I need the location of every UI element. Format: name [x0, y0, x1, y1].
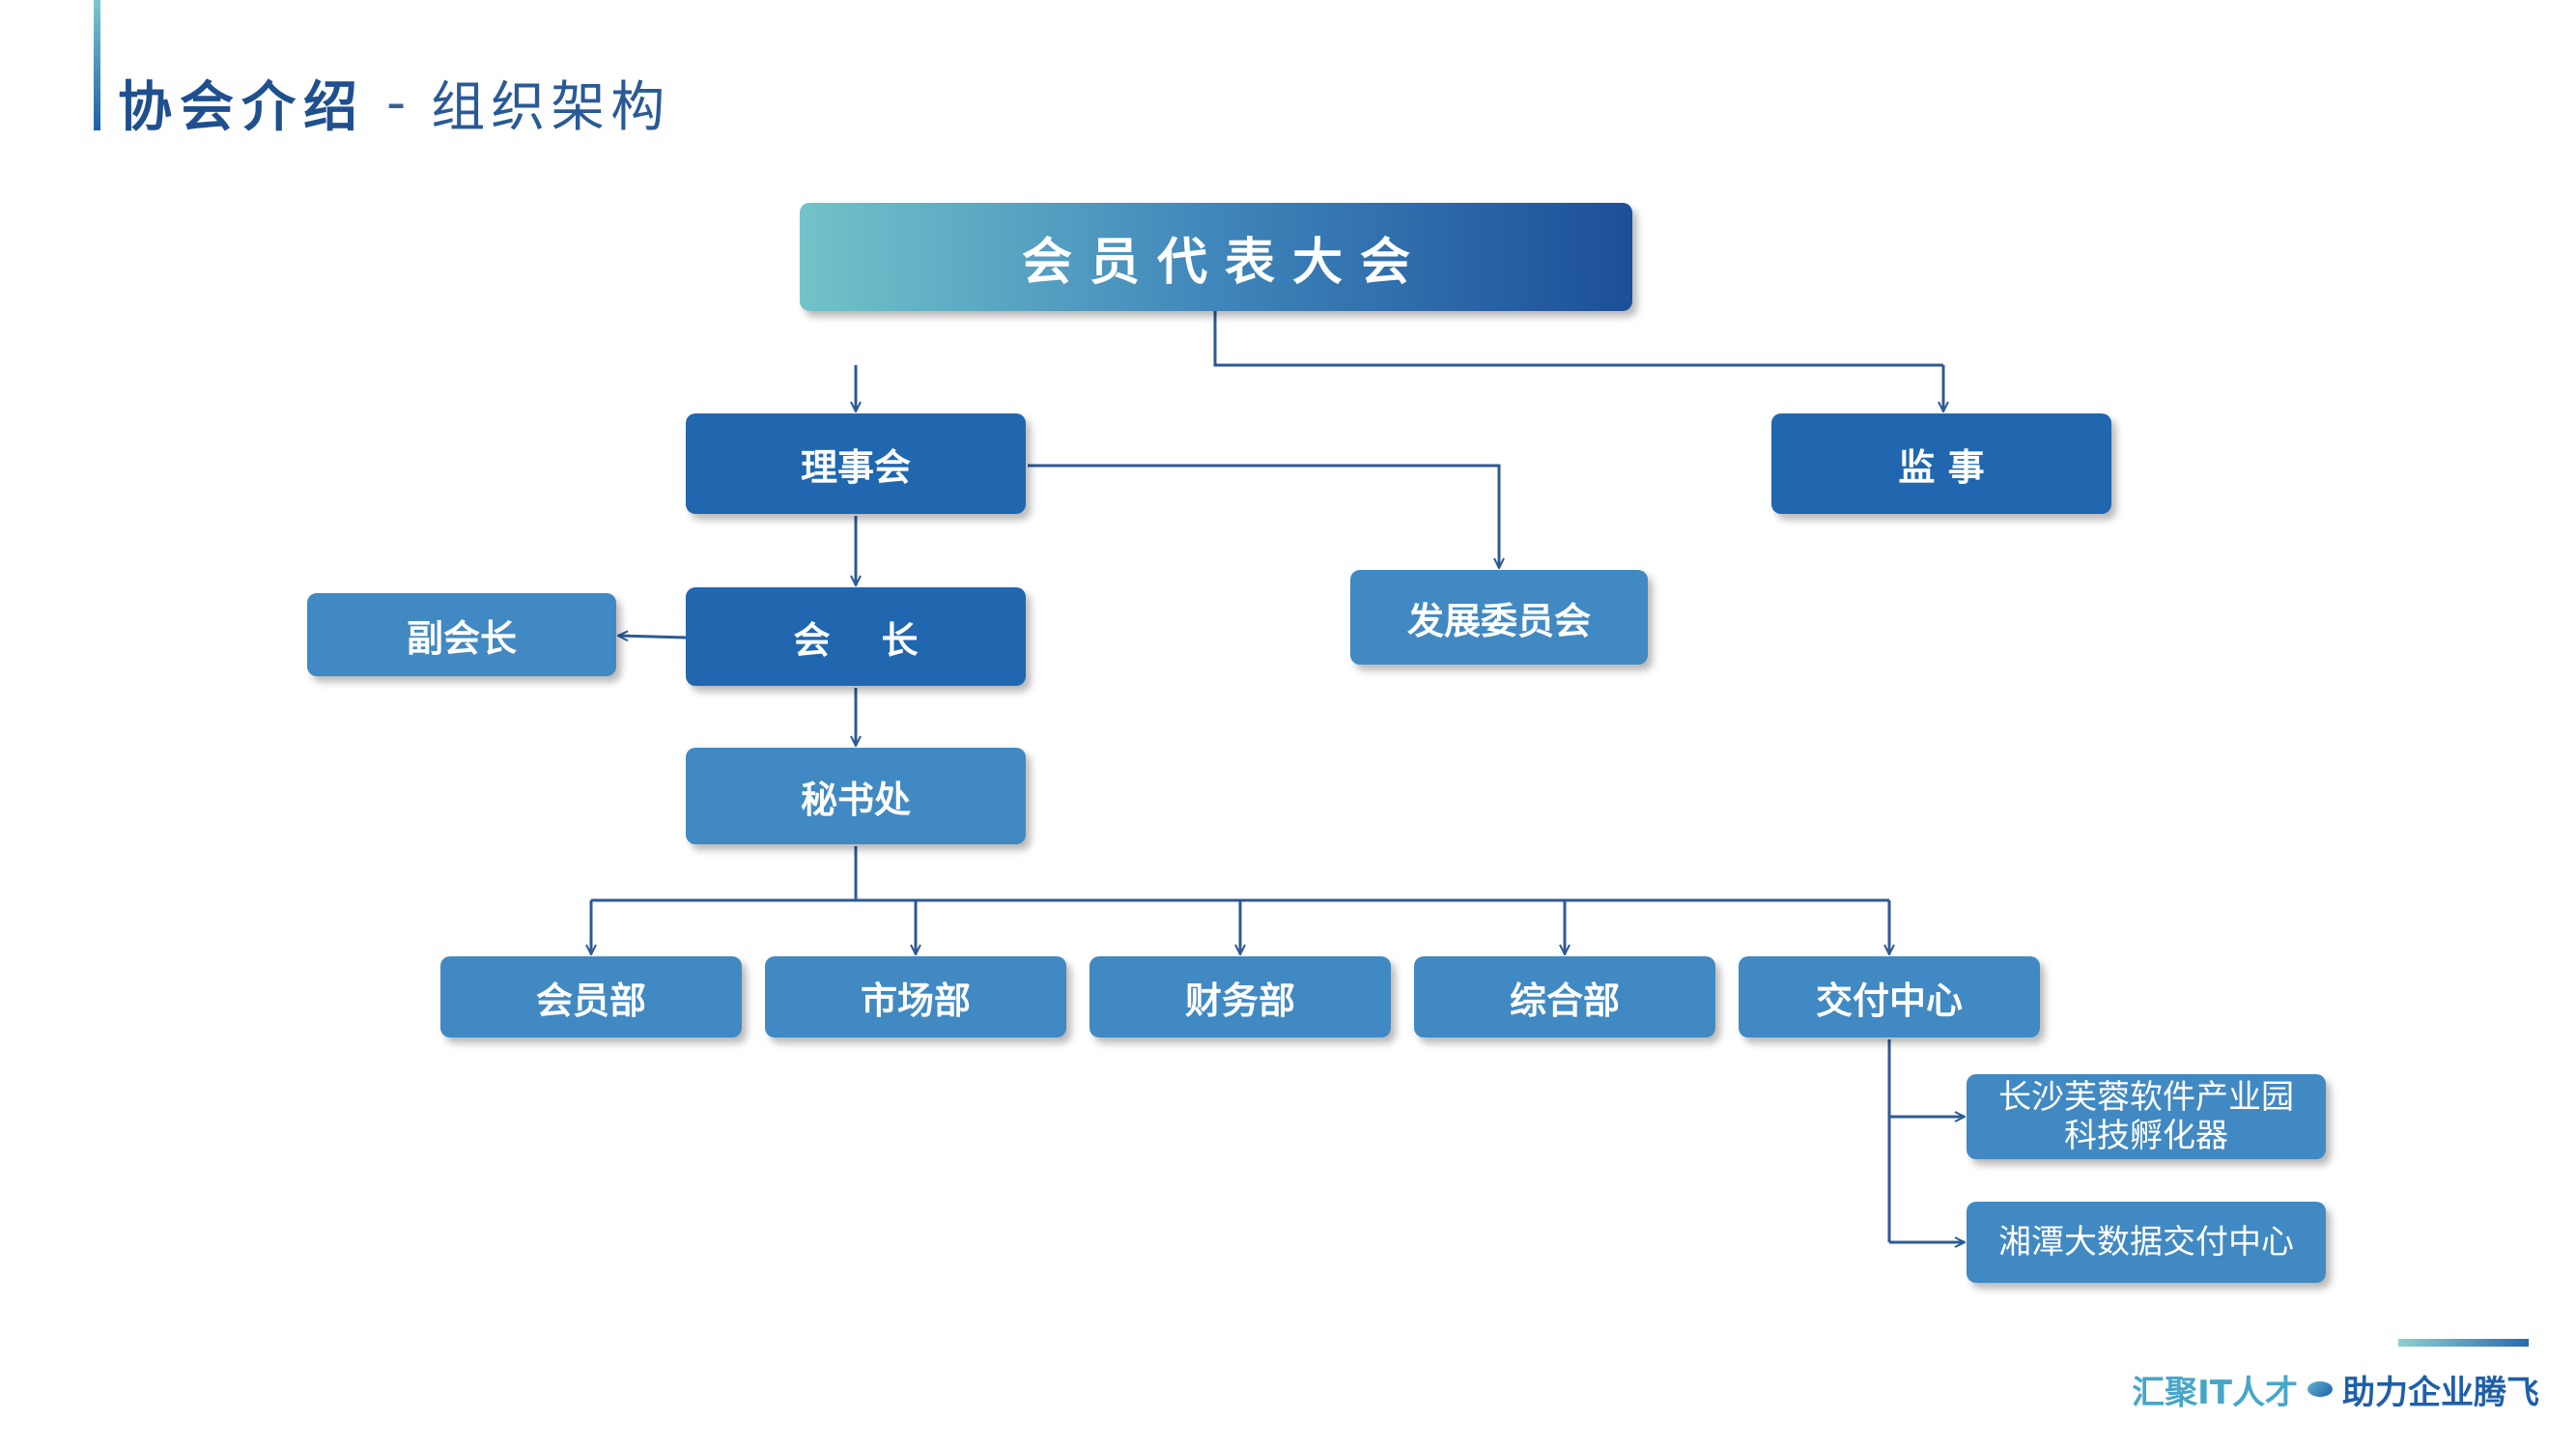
node-dept-general-label: 综合部	[1509, 979, 1620, 1022]
node-president-label: 会 长	[793, 618, 919, 662]
connector-dept-split	[591, 846, 1889, 902]
node-dept-finance-label: 财务部	[1184, 979, 1295, 1022]
node-development-committee-label: 发展委员会	[1406, 599, 1591, 642]
node-dept-membership: 会员部	[440, 956, 742, 1037]
node-president: 会 长	[686, 587, 1026, 686]
connector-root-split	[1213, 311, 1943, 367]
node-council: 理事会	[686, 413, 1026, 514]
node-xiangtan-delivery: 湘潭大数据交付中心	[1967, 1202, 2326, 1283]
node-dept-finance: 财务部	[1090, 956, 1391, 1037]
connector-to-vice-president	[618, 636, 687, 638]
footer-slogan-left: 汇聚IT人才	[2132, 1373, 2298, 1412]
connector-to-development	[1028, 464, 1499, 568]
page-title: 协会介绍 - 组织架构	[118, 64, 670, 141]
node-development-committee: 发展委员会	[1350, 570, 1648, 665]
node-incubator-label-line1: 长沙芙蓉软件产业园	[1998, 1078, 2294, 1117]
node-vice-president-label: 副会长	[406, 616, 517, 660]
node-council-label: 理事会	[800, 445, 911, 489]
node-xiangtan-delivery-label: 湘潭大数据交付中心	[1998, 1223, 2294, 1262]
page-title-main: 协会介绍	[118, 75, 365, 139]
node-incubator-label-line2: 科技孵化器	[2064, 1117, 2228, 1155]
node-dept-delivery-center: 交付中心	[1739, 956, 2040, 1037]
node-secretariat: 秘书处	[686, 748, 1026, 844]
node-dept-membership-label: 会员部	[535, 979, 646, 1022]
node-supervisor-label: 监 事	[1898, 445, 1985, 489]
node-supervisor: 监 事	[1771, 413, 2111, 514]
node-dept-delivery-center-label: 交付中心	[1815, 979, 1963, 1022]
footer-slogan: 汇聚IT人才 助力企业腾飞	[2132, 1362, 2539, 1416]
node-vice-president: 副会长	[307, 593, 616, 676]
node-incubator: 长沙芙蓉软件产业园 科技孵化器	[1967, 1074, 2326, 1159]
footer-accent-bar	[2398, 1339, 2529, 1347]
node-dept-marketing: 市场部	[765, 956, 1066, 1037]
node-member-congress: 会员代表大会	[800, 203, 1632, 311]
page-title-subtitle: 组织架构	[431, 75, 671, 139]
page-title-separator: -	[386, 71, 410, 134]
node-dept-general: 综合部	[1414, 956, 1715, 1037]
node-member-congress-label: 会员代表大会	[1021, 233, 1428, 292]
node-secretariat-label: 秘书处	[800, 778, 911, 821]
footer-dot-icon	[2307, 1381, 2333, 1397]
node-dept-marketing-label: 市场部	[860, 979, 971, 1022]
title-accent-bar	[94, 0, 100, 130]
footer-slogan-right: 助力企业腾飞	[2342, 1373, 2539, 1412]
